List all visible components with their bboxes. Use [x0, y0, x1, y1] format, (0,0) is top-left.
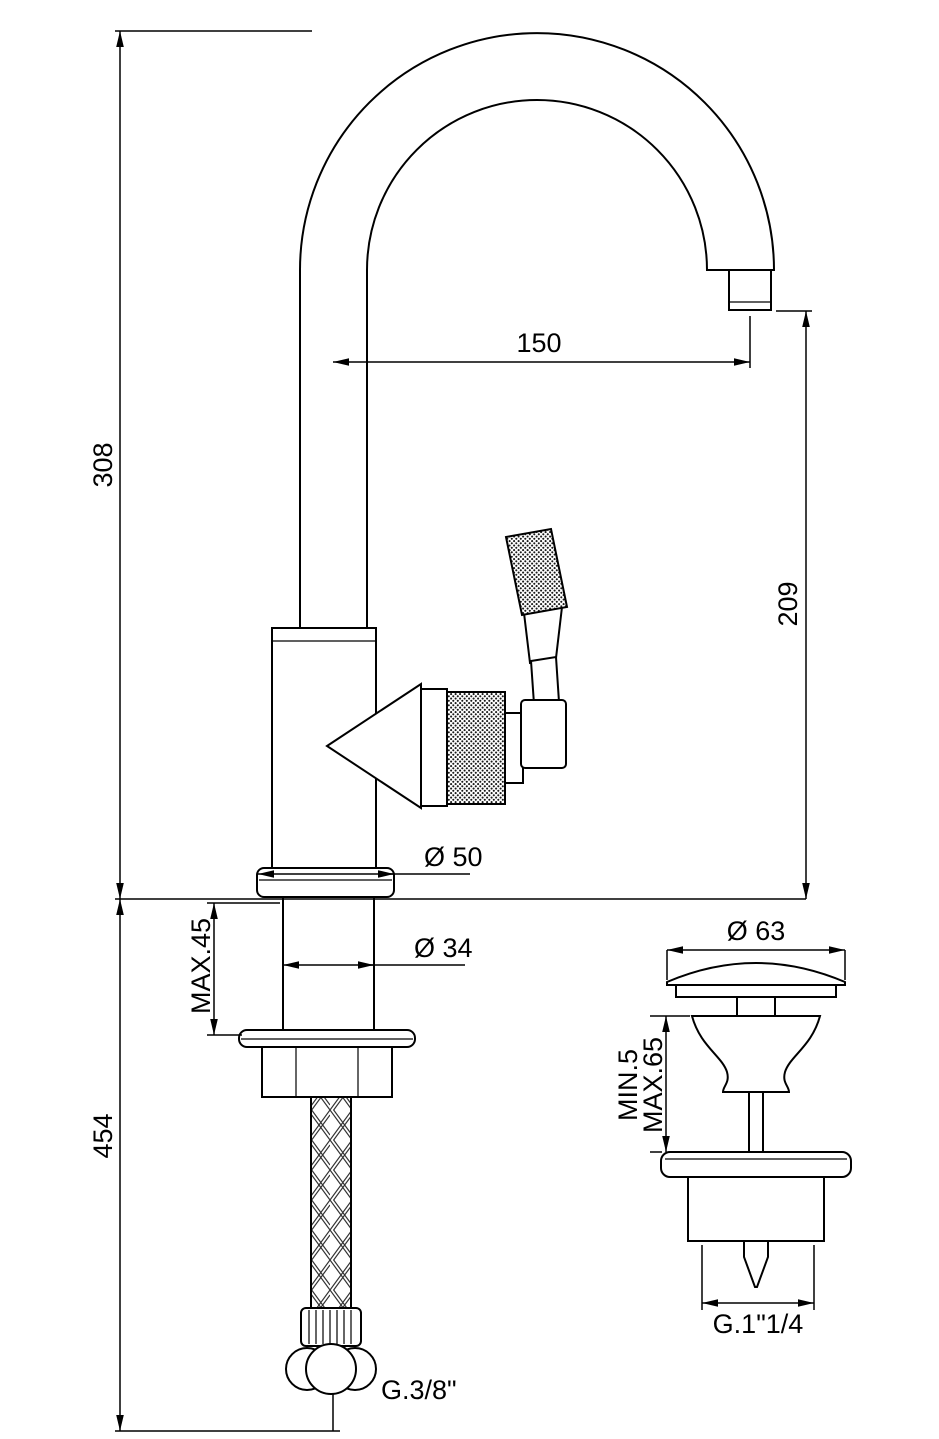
spout-outlet	[728, 269, 772, 311]
dim-label-height-above-deck: 308	[88, 442, 118, 487]
faucet-body	[256, 627, 395, 898]
hose-end-fitting	[305, 1343, 357, 1395]
dimension-lines	[115, 30, 846, 1432]
faucet-spout	[298, 32, 776, 628]
dim-label-waste-max: MAX.65	[638, 1037, 668, 1133]
waste-cap	[666, 962, 846, 986]
supply-hose	[285, 1096, 377, 1395]
waste-tail	[743, 1240, 769, 1288]
dim-label-max-deck-thickness: MAX.45	[186, 918, 216, 1014]
base-flange	[256, 867, 395, 898]
dim-label-spout-outlet-height: 209	[773, 581, 803, 626]
threaded-shank	[282, 896, 375, 1041]
handle-grip	[504, 527, 569, 617]
hose-nut	[300, 1307, 362, 1347]
dim-label-height-below: 454	[88, 1113, 118, 1158]
dim-label-waste-thread: G.1"1/4	[713, 1309, 804, 1339]
waste-flange	[660, 1151, 852, 1178]
dim-label-supply-thread: G.3/8"	[381, 1375, 457, 1405]
dim-label-waste-cap-diameter: Ø 63	[727, 916, 786, 946]
dim-label-waste-min: MIN.5	[613, 1049, 643, 1121]
faucet-handle	[325, 527, 569, 810]
mounting-hardware	[238, 896, 416, 1098]
mounting-nut	[261, 1046, 393, 1098]
dim-label-spout-reach: 150	[516, 328, 561, 358]
pop-up-waste	[660, 962, 852, 1288]
handle-shaft	[529, 655, 561, 706]
waste-body	[687, 1176, 825, 1242]
knurled-ring	[446, 691, 506, 805]
waste-cup	[690, 1015, 822, 1093]
handle-pivot	[520, 699, 567, 769]
dimension-labels: 150 308 209 454 Ø 50 Ø 34 MAX.45 Ø 63 MI…	[88, 328, 803, 1405]
dim-label-base-diameter: Ø 50	[424, 842, 483, 872]
handle-neck	[522, 605, 564, 665]
braided-hose	[310, 1096, 352, 1309]
dim-label-shank-diameter: Ø 34	[414, 933, 473, 963]
